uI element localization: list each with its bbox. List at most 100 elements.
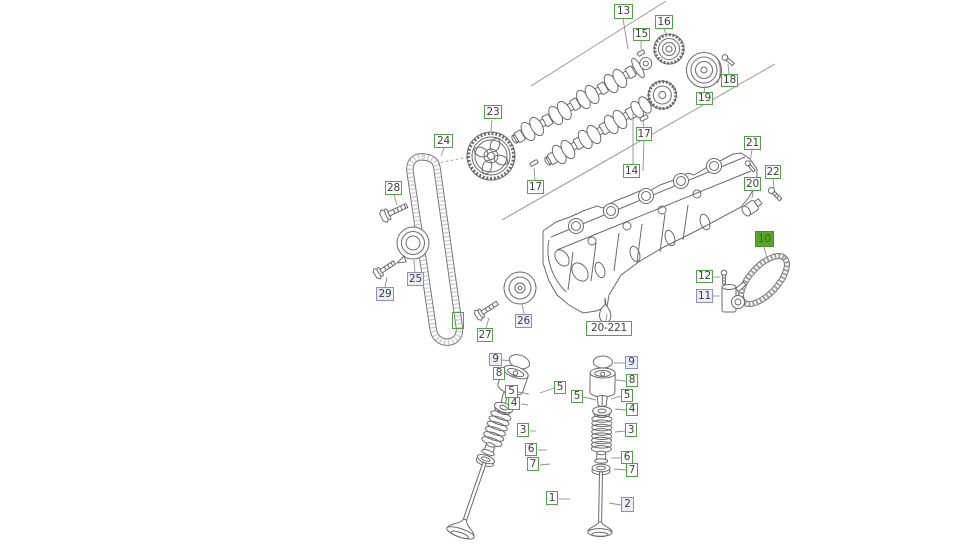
sensor-bolt xyxy=(767,186,783,202)
callout-1[interactable]: 1 xyxy=(546,491,558,505)
valve-cap xyxy=(592,355,613,369)
callout-11[interactable]: 11 xyxy=(696,289,713,303)
valve-tappet-bucket xyxy=(589,367,616,398)
dowel-pin xyxy=(529,159,539,167)
callout-5[interactable]: 5 xyxy=(554,381,566,394)
callout-5[interactable]: 5 xyxy=(621,389,633,402)
callout-highlight-box xyxy=(452,312,464,329)
leader-line xyxy=(614,408,627,411)
callout-7[interactable]: 7 xyxy=(527,457,539,471)
leader-line xyxy=(533,167,536,182)
leader-line xyxy=(413,259,416,273)
callout-14[interactable]: 14 xyxy=(623,164,640,178)
callout-12[interactable]: 12 xyxy=(696,270,713,283)
callout-4[interactable]: 4 xyxy=(626,403,638,416)
leader-line xyxy=(613,468,627,471)
callout-28[interactable]: 28 xyxy=(385,181,402,195)
leader-line xyxy=(517,391,530,395)
callout-21[interactable]: 21 xyxy=(744,136,761,150)
callout-2[interactable]: 2 xyxy=(621,497,634,512)
intake-valve xyxy=(446,461,487,540)
exhaust-valve xyxy=(587,471,613,538)
head-dowel-pin xyxy=(599,297,612,324)
callout-9[interactable]: 9 xyxy=(489,353,502,366)
callout-16[interactable]: 16 xyxy=(655,15,673,29)
leader-line xyxy=(384,276,388,288)
leader-line xyxy=(501,359,512,362)
callout-15[interactable]: 15 xyxy=(633,28,650,41)
callout-3[interactable]: 3 xyxy=(625,423,637,437)
exhaust-camshaft xyxy=(544,80,678,166)
callout-20[interactable]: 20 xyxy=(744,177,761,191)
valve-stem-seal xyxy=(594,450,609,464)
sprocket-bolt xyxy=(636,49,646,57)
leader-line xyxy=(751,190,754,199)
callout-25[interactable]: 25 xyxy=(407,272,424,286)
callout-18[interactable]: 18 xyxy=(721,74,738,87)
chain-tensioner xyxy=(721,281,747,313)
leader-line xyxy=(663,28,668,38)
callout-22[interactable]: 22 xyxy=(765,165,781,179)
leader-line xyxy=(521,303,525,315)
cvvt-bolt xyxy=(721,54,736,67)
leader-line xyxy=(530,0,667,87)
camshaft-sprocket-small xyxy=(653,33,685,65)
cvvt-target-gear xyxy=(647,80,678,111)
camshaft-timing-sprocket xyxy=(466,131,516,181)
leader-line xyxy=(614,430,626,433)
leader-line xyxy=(749,149,753,163)
callout-10[interactable]: 10 xyxy=(755,231,774,247)
callout-3[interactable]: 3 xyxy=(517,423,529,437)
leader-line xyxy=(520,403,529,406)
callout-24[interactable]: 24 xyxy=(434,134,453,148)
cvvt-assembly xyxy=(686,52,722,88)
valve-keepers xyxy=(596,394,608,408)
callout-26[interactable]: 26 xyxy=(515,314,532,328)
leader-line xyxy=(501,63,776,221)
leader-line xyxy=(505,373,517,378)
callout-8[interactable]: 8 xyxy=(493,367,505,380)
callout-27[interactable]: 27 xyxy=(477,328,493,342)
leader-line xyxy=(642,120,645,128)
tensioner-screw xyxy=(720,269,728,285)
callout-13[interactable]: 13 xyxy=(614,4,633,19)
callout-29[interactable]: 29 xyxy=(376,287,394,301)
leader-line xyxy=(703,85,706,93)
leader-line xyxy=(539,387,555,394)
belt-tensioner-pulley xyxy=(395,226,430,264)
intake-camshaft xyxy=(511,57,653,144)
callout-17[interactable]: 17 xyxy=(527,180,544,194)
section-ref-callout[interactable]: 20-221 xyxy=(586,321,632,336)
callout-6[interactable]: 6 xyxy=(525,443,537,456)
leader-line xyxy=(490,119,493,132)
cylinder-head xyxy=(542,152,758,324)
callout-9[interactable]: 9 xyxy=(625,356,638,369)
valve-stem-seal xyxy=(481,442,496,456)
callout-8[interactable]: 8 xyxy=(626,374,638,387)
leader-line xyxy=(582,396,597,401)
leader-line xyxy=(393,194,398,206)
tensioner-bolt xyxy=(379,202,409,224)
leader-line xyxy=(539,463,551,466)
head-front-face xyxy=(567,204,711,291)
leader-line xyxy=(605,313,608,322)
leader-line xyxy=(610,395,622,400)
spring-seat xyxy=(591,463,611,476)
callout-7[interactable]: 7 xyxy=(626,463,638,477)
callout-23[interactable]: 23 xyxy=(484,105,502,119)
idler-bolt xyxy=(473,300,500,321)
callout-19[interactable]: 19 xyxy=(696,92,713,105)
leader-line xyxy=(772,178,775,189)
head-side-flange xyxy=(547,239,589,293)
leader-line xyxy=(763,246,768,259)
callout-5[interactable]: 5 xyxy=(571,390,583,403)
leader-line xyxy=(727,63,730,75)
exhaust-valve-assembly xyxy=(587,355,616,538)
callout-4[interactable]: 4 xyxy=(508,397,520,410)
timing-belt xyxy=(406,153,464,346)
callout-17[interactable]: 17 xyxy=(636,127,652,141)
leader-line xyxy=(622,18,629,50)
intake-valve-assembly xyxy=(446,354,531,540)
valve-spring xyxy=(481,410,512,447)
